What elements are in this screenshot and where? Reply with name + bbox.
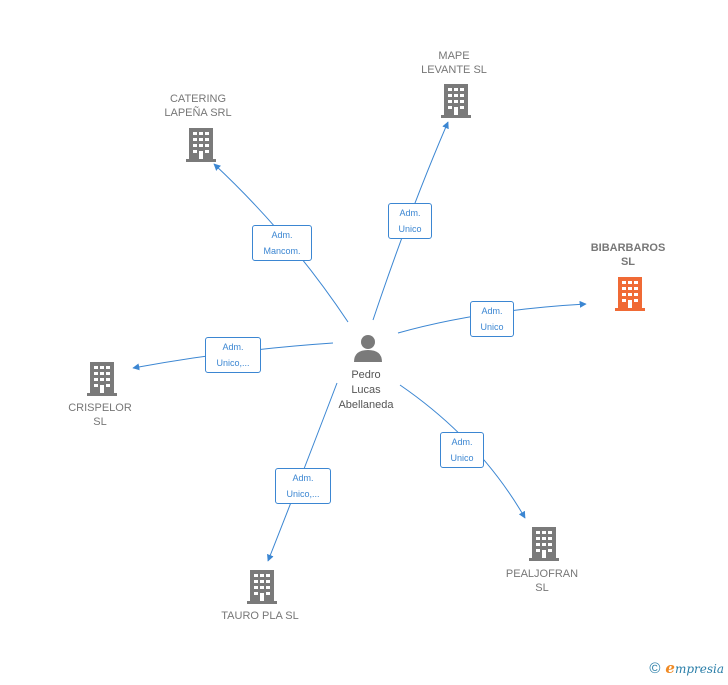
copyright-notice[interactable]: ©empresia: [649, 659, 724, 677]
building-icon[interactable]: [186, 128, 216, 162]
relation-label-bibarbaros[interactable]: Adm. Unico: [470, 301, 514, 337]
relation-label-pealjofran[interactable]: Adm. Unico: [440, 432, 484, 468]
building-icon[interactable]: [87, 362, 117, 396]
brand-name: mpresia: [674, 662, 724, 676]
brand-logo: empresia: [665, 659, 724, 677]
company-label-crispelor[interactable]: CRISPELOR SL: [68, 402, 132, 428]
company-label-mape[interactable]: MAPE LEVANTE SL: [421, 50, 487, 76]
building-icon[interactable]: [247, 570, 277, 604]
company-label-catering[interactable]: CATERING LAPEÑA SRL: [164, 93, 232, 119]
relation-label-catering[interactable]: Adm. Mancom.: [252, 225, 312, 261]
building-icon[interactable]: [529, 527, 559, 561]
company-label-tauro[interactable]: TAURO PLA SL: [221, 610, 299, 622]
company-label-bibarbaros[interactable]: BIBARBAROS SL: [590, 242, 666, 268]
relation-label-crispelor[interactable]: Adm. Unico,...: [205, 337, 261, 373]
copyright-symbol: ©: [649, 660, 661, 677]
building-icon[interactable]: [441, 84, 471, 118]
brand-initial: e: [665, 659, 675, 677]
building-icon-highlight[interactable]: [615, 277, 645, 311]
person-name[interactable]: Pedro Lucas Abellaneda: [338, 369, 394, 411]
relation-label-mape[interactable]: Adm. Unico: [388, 203, 432, 239]
person-icon[interactable]: [353, 333, 383, 363]
relation-label-tauro[interactable]: Adm. Unico,...: [275, 468, 331, 504]
company-label-pealjofran[interactable]: PEALJOFRAN SL: [505, 568, 579, 594]
